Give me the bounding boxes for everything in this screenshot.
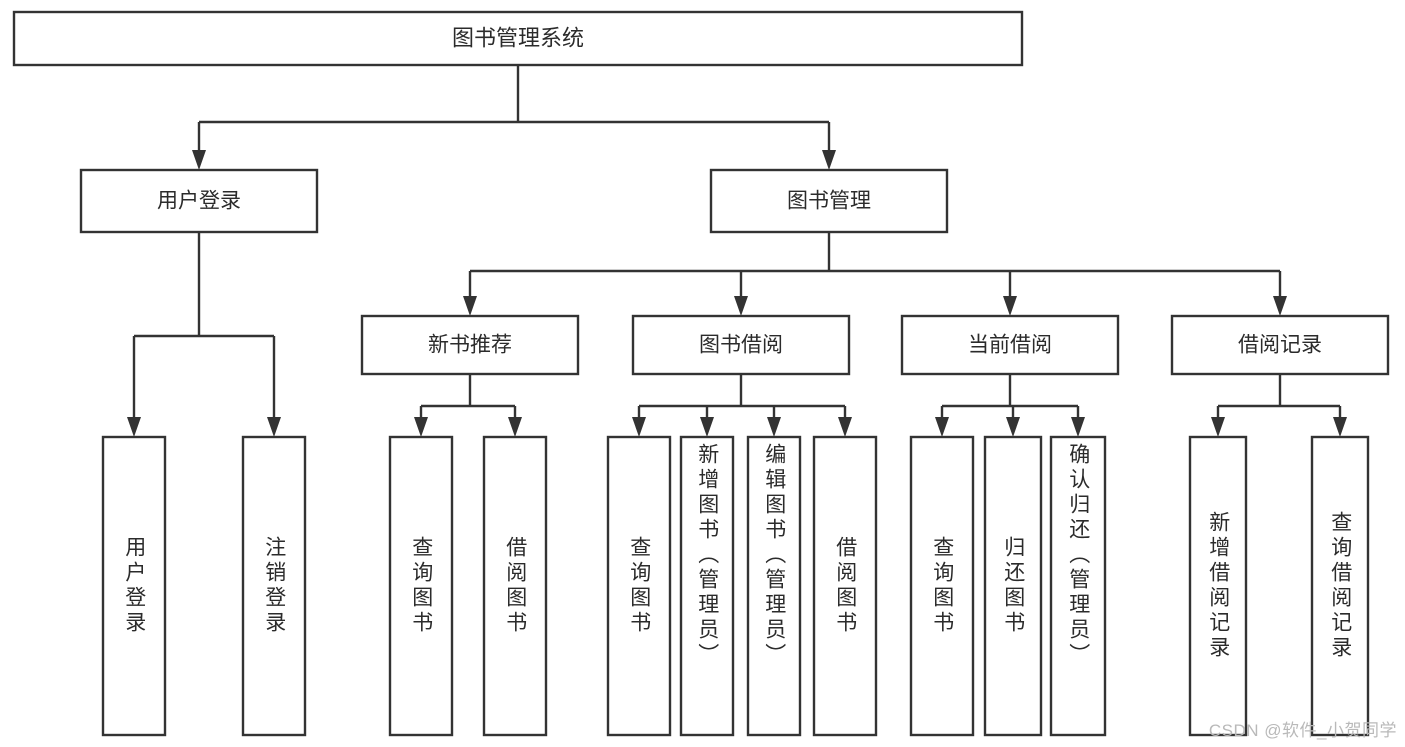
arrow-head-current-borrow <box>1003 296 1017 316</box>
connector-edge-ul-leaves <box>127 232 281 437</box>
node-box-layer <box>12 10 1390 737</box>
arrow-head-user-login <box>192 150 206 170</box>
arrow-head-book-borrow <box>734 296 748 316</box>
node-box-leaf-add-record[interactable] <box>1188 435 1248 737</box>
connector-edge-cb-leaves <box>935 374 1085 437</box>
arrow-head-leaf-logout <box>267 417 281 437</box>
node-box-leaf-query-book-brw[interactable] <box>606 435 672 737</box>
connector-edge-nbr-leaves <box>414 374 522 437</box>
arrow-head-book-manage <box>822 150 836 170</box>
node-box-leaf-borrow-book-rec[interactable] <box>482 435 548 737</box>
arrow-head-leaf-return-book <box>1006 417 1020 437</box>
node-box-leaf-logout[interactable] <box>241 435 307 737</box>
node-box-borrow-record[interactable] <box>1170 314 1390 376</box>
node-box-leaf-return-book[interactable] <box>983 435 1043 737</box>
connector-layer <box>127 65 1347 437</box>
node-label-root: 图书管理系统 <box>452 25 584 50</box>
node-box-book-manage[interactable] <box>709 168 949 234</box>
arrow-head-leaf-borrow-book-brw <box>838 417 852 437</box>
connector-edge-br-leaves <box>1211 374 1347 437</box>
connector-edge-root-split <box>192 65 836 170</box>
node-box-new-book-rec[interactable] <box>360 314 580 376</box>
arrow-head-borrow-record <box>1273 296 1287 316</box>
connector-edge-bb-leaves <box>632 374 852 437</box>
arrow-head-leaf-query-book-brw <box>632 417 646 437</box>
node-box-leaf-borrow-book-brw[interactable] <box>812 435 878 737</box>
node-label-new-book-rec: 新书推荐 <box>428 334 512 357</box>
node-label-borrow-record: 借阅记录 <box>1238 334 1322 357</box>
arrow-head-leaf-confirm-return <box>1071 417 1085 437</box>
node-label-user-login: 用户登录 <box>157 190 241 213</box>
arrow-head-leaf-query-book-cur <box>935 417 949 437</box>
arrow-head-leaf-query-record <box>1333 417 1347 437</box>
node-box-user-login[interactable] <box>79 168 319 234</box>
node-box-leaf-query-record[interactable] <box>1310 435 1370 737</box>
node-box-leaf-confirm-return[interactable] <box>1049 435 1107 737</box>
node-box-book-borrow[interactable] <box>631 314 851 376</box>
node-box-current-borrow[interactable] <box>900 314 1120 376</box>
node-box-leaf-query-book-rec[interactable] <box>388 435 454 737</box>
node-label-book-manage: 图书管理 <box>787 190 871 213</box>
node-label-current-borrow: 当前借阅 <box>968 334 1052 357</box>
node-label-book-borrow: 图书借阅 <box>699 334 783 357</box>
node-box-leaf-edit-book[interactable] <box>746 435 802 737</box>
arrow-head-leaf-query-book-rec <box>414 417 428 437</box>
arrow-head-leaf-borrow-book-rec <box>508 417 522 437</box>
arrow-head-leaf-user-login <box>127 417 141 437</box>
arrow-head-new-book-rec <box>463 296 477 316</box>
arrow-head-leaf-edit-book <box>767 417 781 437</box>
connector-edge-bm-split <box>463 232 1287 316</box>
watermark-text: CSDN @软件_小贺同学 <box>1208 721 1397 740</box>
node-box-leaf-add-book[interactable] <box>679 435 735 737</box>
node-box-leaf-query-book-cur[interactable] <box>909 435 975 737</box>
arrow-head-leaf-add-book <box>700 417 714 437</box>
node-box-root[interactable] <box>12 10 1024 67</box>
arrow-head-leaf-add-record <box>1211 417 1225 437</box>
node-box-leaf-user-login[interactable] <box>101 435 167 737</box>
